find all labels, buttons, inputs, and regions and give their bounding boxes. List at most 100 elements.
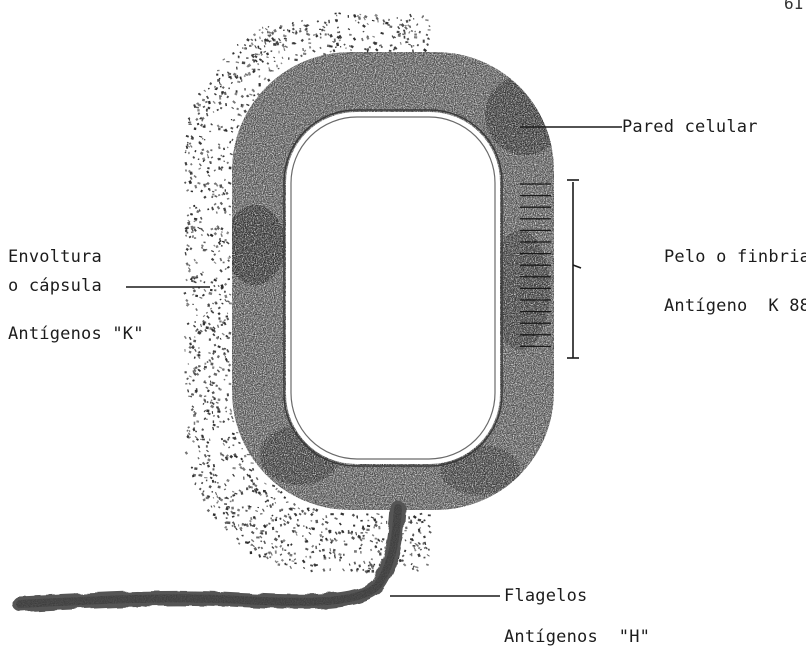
capsule-dot xyxy=(328,557,330,559)
capsule-dot xyxy=(414,34,417,36)
capsule-dot xyxy=(324,30,325,32)
capsule-dot xyxy=(250,39,253,42)
capsule-dot xyxy=(403,30,405,32)
capsule-dot xyxy=(228,446,230,448)
capsule-dot xyxy=(249,520,252,523)
capsule-dot xyxy=(362,569,364,571)
capsule-dot xyxy=(386,521,387,524)
capsule-dot xyxy=(363,561,365,564)
capsule-dot xyxy=(251,462,254,464)
capsule-dot xyxy=(224,211,227,214)
capsule-dot xyxy=(366,529,369,531)
capsule-dot xyxy=(189,383,192,386)
capsule-dot xyxy=(255,59,258,62)
capsule-dot xyxy=(423,48,427,52)
capsule-dot xyxy=(413,547,415,550)
capsule-dot xyxy=(286,501,289,503)
capsule-dot xyxy=(320,33,322,35)
capsule-dot xyxy=(184,162,187,166)
capsule-dot xyxy=(335,46,337,48)
capsule-dot xyxy=(231,131,233,133)
capsule-dot xyxy=(231,82,233,84)
capsule-dot xyxy=(275,550,277,553)
capsule-dot xyxy=(319,29,321,30)
capsule-dot xyxy=(328,20,330,24)
capsule-dot xyxy=(197,227,200,230)
capsule-dot xyxy=(228,437,230,439)
capsule-dot xyxy=(213,468,215,470)
capsule-dot xyxy=(397,26,400,29)
capsule-dot xyxy=(413,18,414,20)
capsule-dot xyxy=(349,563,351,565)
capsule-dot xyxy=(325,528,327,531)
capsule-dot xyxy=(199,394,203,397)
capsule-dot xyxy=(199,221,202,223)
capsule-dot xyxy=(202,439,205,441)
capsule-dot xyxy=(219,78,221,80)
capsule-dot xyxy=(428,548,430,551)
capsule-dot xyxy=(188,146,190,148)
capsule-dot xyxy=(189,337,192,341)
capsule-dot xyxy=(210,308,212,310)
capsule-dot xyxy=(217,369,220,372)
capsule-dot xyxy=(219,320,221,322)
capsule-dot xyxy=(267,79,270,82)
capsule-dot xyxy=(421,521,424,524)
capsule-dot xyxy=(194,237,196,239)
capsule-dot xyxy=(218,143,221,146)
capsule-dot xyxy=(226,61,229,62)
capsule-dot xyxy=(211,402,215,405)
capsule-dot xyxy=(234,493,237,495)
capsule-dot xyxy=(192,276,195,277)
capsule-dot xyxy=(238,542,241,545)
capsule-dot xyxy=(309,46,311,49)
label-flagelos: Flagelos xyxy=(504,586,587,606)
capsule-dot xyxy=(312,50,316,53)
capsule-dot xyxy=(210,281,213,284)
capsule-dot xyxy=(276,65,277,68)
capsule-dot xyxy=(359,537,361,539)
capsule-dot xyxy=(253,94,255,96)
capsule-dot xyxy=(188,363,190,365)
capsule-dot xyxy=(225,268,227,270)
capsule-dot xyxy=(266,524,268,526)
label-antigenos-k: Antígenos "K" xyxy=(8,324,144,344)
capsule-dot xyxy=(246,487,248,490)
capsule-dot xyxy=(364,48,367,51)
capsule-dot xyxy=(249,523,252,527)
capsule-dot xyxy=(220,202,223,205)
capsule-dot xyxy=(202,462,206,465)
capsule-dot xyxy=(212,427,214,431)
capsule-dot xyxy=(294,553,296,555)
capsule-dot xyxy=(224,497,227,499)
capsule-dot xyxy=(207,509,210,512)
capsule-dot xyxy=(267,62,270,65)
capsule-dot xyxy=(378,526,380,530)
capsule-dot xyxy=(348,532,350,534)
capsule-dot xyxy=(271,515,273,517)
capsule-dot xyxy=(295,531,298,533)
capsule-dot xyxy=(187,214,190,216)
capsule-dot xyxy=(218,128,220,131)
capsule-dot xyxy=(363,31,365,33)
capsule-dot xyxy=(208,101,211,105)
capsule-dot xyxy=(224,483,227,486)
capsule-dot xyxy=(218,241,221,245)
capsule-dot xyxy=(199,163,202,166)
capsule-dot xyxy=(288,513,290,515)
capsule-dot xyxy=(274,61,276,62)
capsule-dot xyxy=(215,302,217,304)
capsule-dot xyxy=(237,509,240,512)
capsule-dot xyxy=(201,482,203,484)
capsule-dot xyxy=(342,568,345,571)
capsule-dot xyxy=(198,347,200,349)
capsule-dot xyxy=(232,467,235,469)
capsule-dot xyxy=(238,463,241,466)
capsule-dot xyxy=(224,92,227,96)
capsule-dot xyxy=(227,313,228,315)
capsule-dot xyxy=(195,431,197,432)
capsule-dot xyxy=(227,418,230,421)
capsule-dot xyxy=(403,563,406,566)
capsule-dot xyxy=(214,474,217,477)
capsule-dot xyxy=(268,67,270,69)
